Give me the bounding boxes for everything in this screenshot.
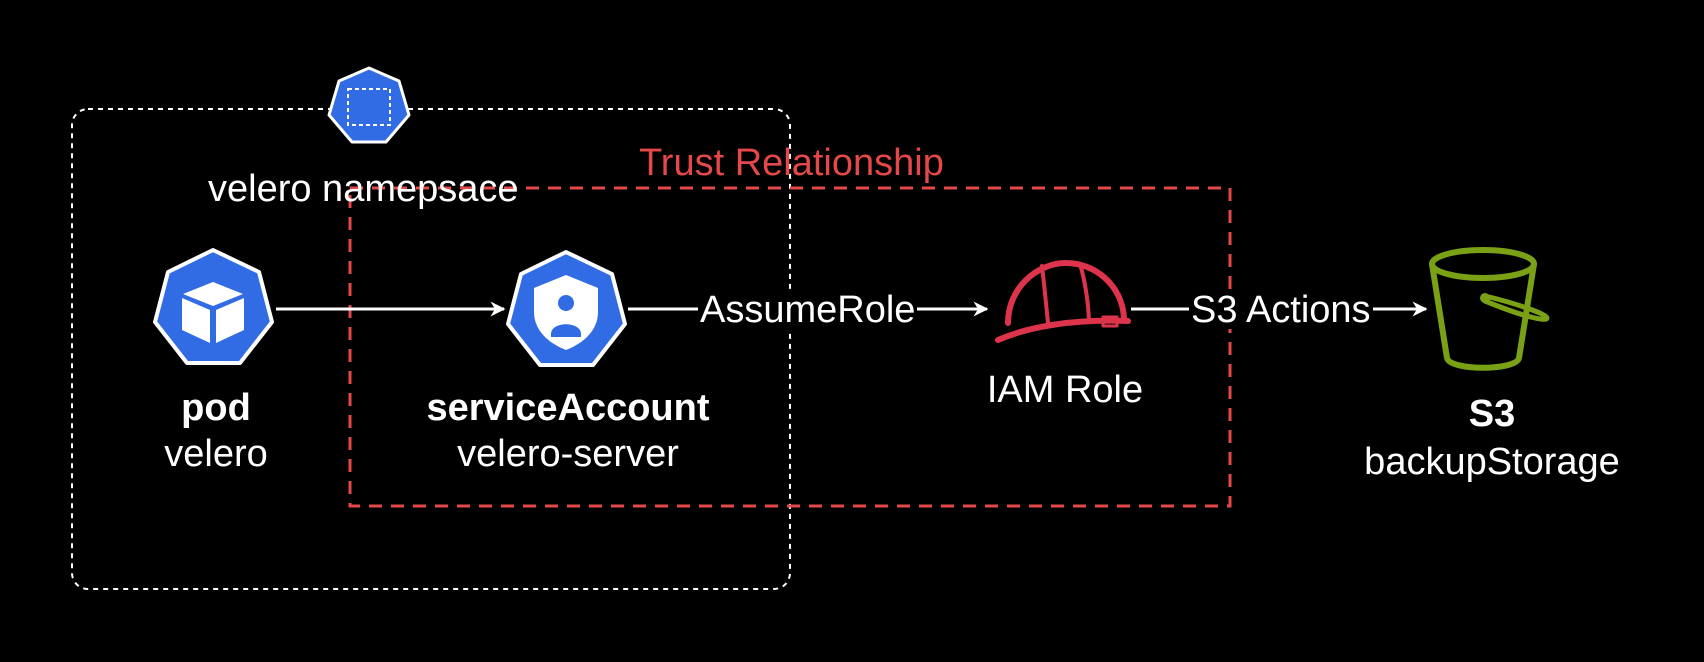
kubernetes-pod-icon (153, 248, 274, 365)
s3-actions-label: S3 Actions (1189, 289, 1373, 331)
serviceaccount-subtitle: velero-server (457, 433, 679, 475)
pod-subtitle: velero (164, 433, 268, 475)
s3-title: S3 (1468, 393, 1516, 435)
kubernetes-namespace-icon (327, 66, 411, 144)
trust-relationship-label: Trust Relationship (639, 142, 944, 184)
trust-relationship-boundary (348, 186, 1232, 508)
assume-role-label: AssumeRole (698, 289, 918, 331)
aws-iam-role-hardhat-icon (995, 260, 1131, 343)
namespace-label: velero namepsace (208, 168, 519, 210)
serviceaccount-title: serviceAccount (426, 387, 710, 429)
kubernetes-service-account-icon (506, 250, 627, 367)
namespace-boundary (71, 108, 791, 590)
iam-role-title: IAM Role (986, 369, 1144, 411)
s3-subtitle: backupStorage (1364, 441, 1620, 483)
aws-s3-bucket-icon (1429, 247, 1550, 371)
pod-title: pod (181, 387, 251, 429)
